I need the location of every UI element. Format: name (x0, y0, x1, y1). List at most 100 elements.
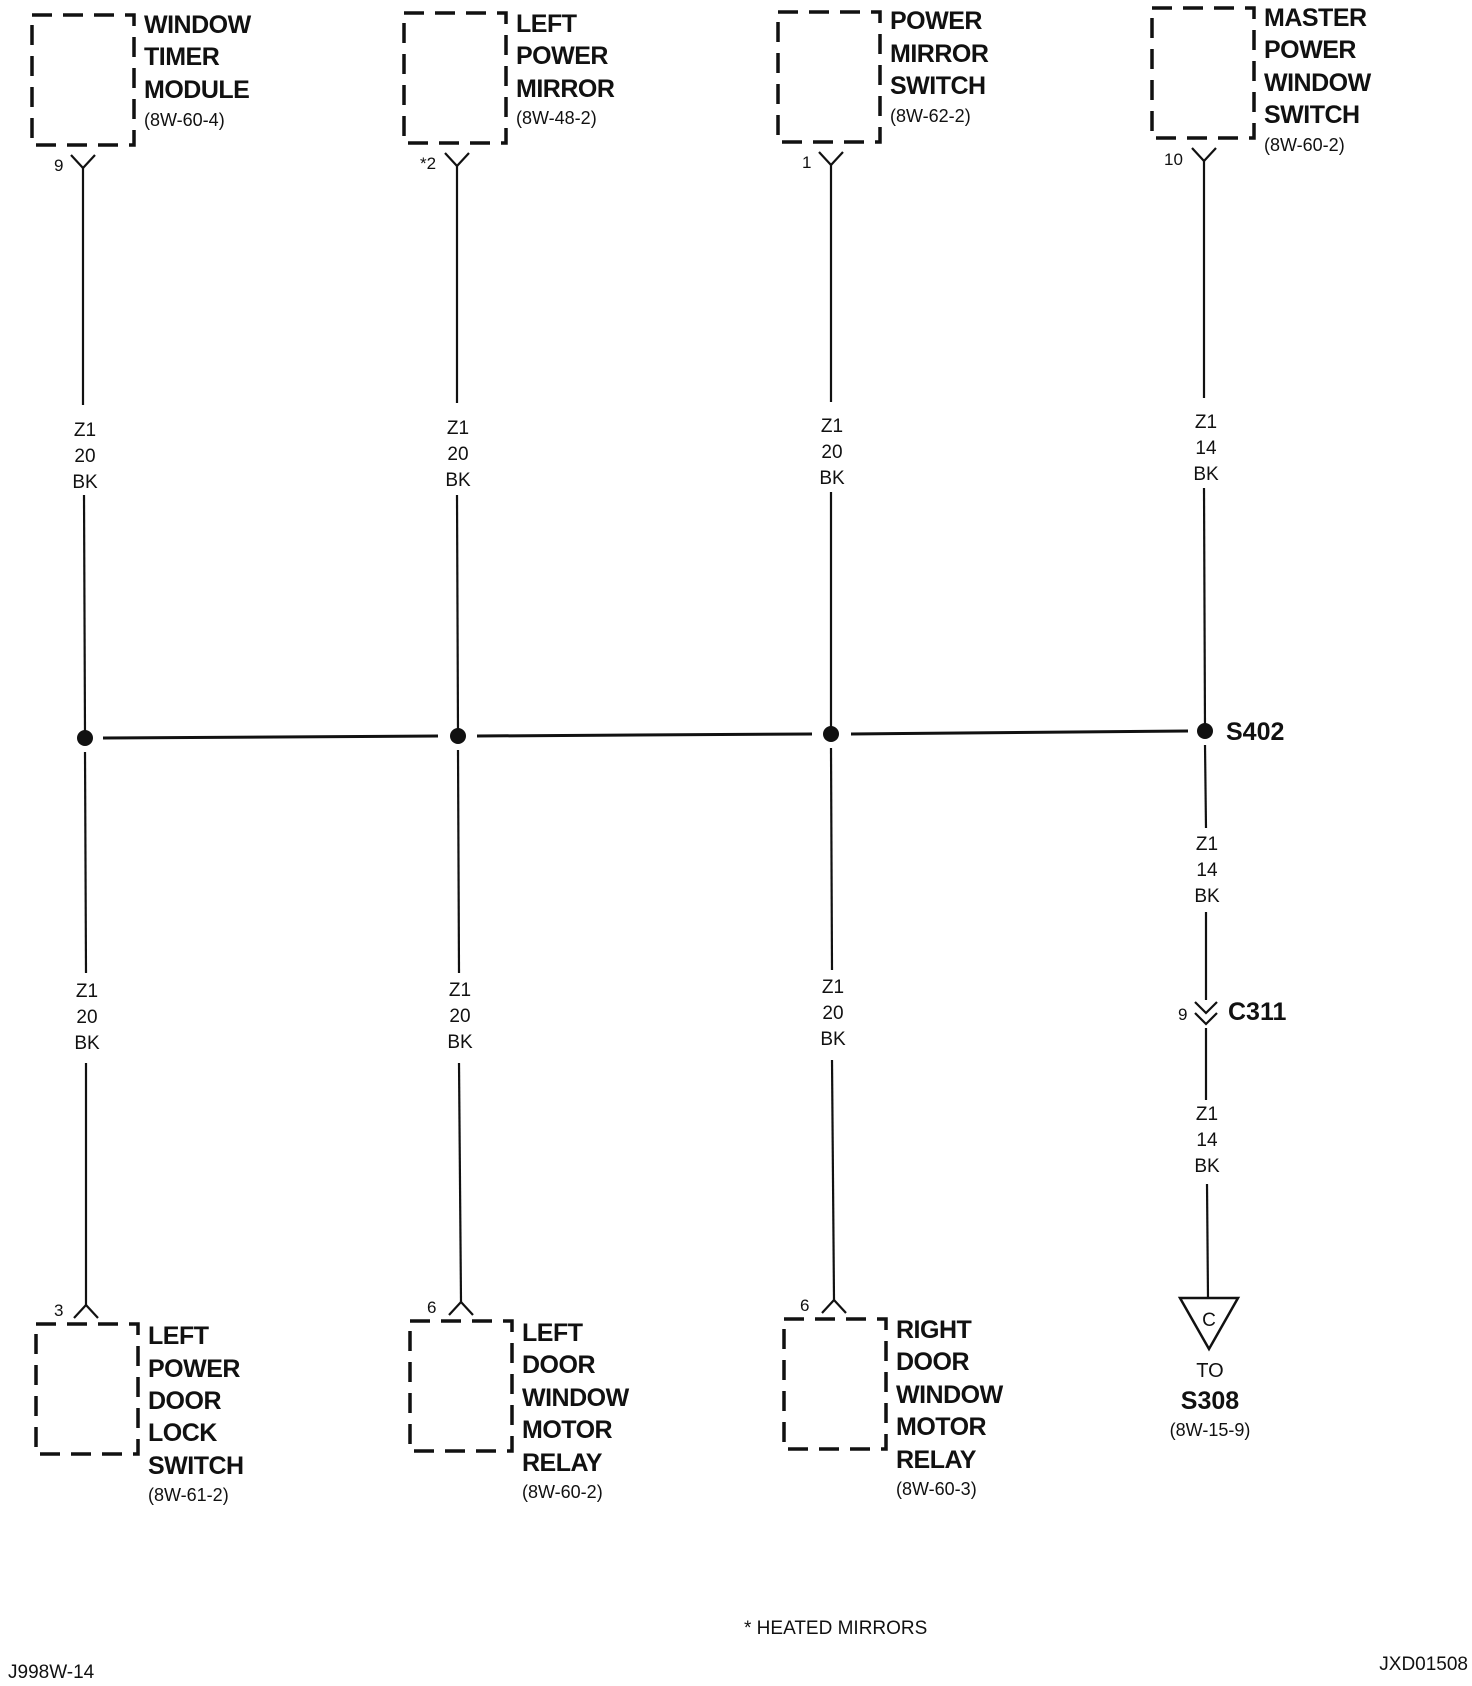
pin-label: 6 (427, 1298, 436, 1317)
component-master-power-window-switch: MASTER POWER WINDOW SWITCH (8W-60-2) 10 (1150, 4, 1372, 169)
wire-label-w2-bottom: Z1 20 BK (447, 980, 473, 1053)
reference-to-label: TO (1196, 1360, 1223, 1382)
comp-ref: (8W-62-2) (890, 106, 971, 126)
comp-ref: (8W-60-2) (522, 1482, 603, 1502)
svg-text:TIMER: TIMER (144, 43, 220, 71)
svg-text:SWITCH: SWITCH (890, 72, 986, 100)
svg-text:DOOR: DOOR (896, 1348, 969, 1376)
svg-text:RIGHT: RIGHT (896, 1316, 972, 1344)
svg-text:WINDOW: WINDOW (144, 11, 252, 39)
splice-dot (823, 726, 839, 742)
splice-bus: S402 (77, 718, 1284, 746)
svg-text:14: 14 (1196, 1130, 1218, 1151)
wire-label-w4-top: Z1 14 BK (1193, 412, 1219, 485)
connector-pin-icon (818, 151, 844, 167)
svg-text:20: 20 (821, 442, 842, 463)
svg-text:BK: BK (820, 1029, 846, 1050)
svg-text:MODULE: MODULE (144, 76, 249, 104)
svg-text:BK: BK (447, 1032, 473, 1053)
splice-dot (1197, 723, 1213, 739)
connector-pin-icon (73, 1303, 99, 1319)
connector-chevron-icon (1194, 1012, 1218, 1026)
svg-text:POWER: POWER (1264, 36, 1356, 64)
wire-label-w2-top: Z1 20 BK (445, 418, 471, 491)
svg-text:BK: BK (74, 1033, 100, 1054)
wire-segments-top (81, 161, 1207, 734)
wire-label-w4-mid: Z1 14 BK (1194, 834, 1220, 907)
connector-chevron-icon (1194, 1001, 1218, 1015)
comp-ref: (8W-60-4) (144, 110, 225, 130)
component-window-timer-module: WINDOW TIMER MODULE (8W-60-4) 9 (30, 11, 252, 175)
connector-pin-icon (444, 152, 470, 168)
comp-ref: (8W-61-2) (148, 1485, 229, 1505)
svg-text:LEFT: LEFT (522, 1319, 583, 1347)
connector-c311: 9 C311 (1178, 998, 1286, 1026)
comp-ref: (8W-60-3) (896, 1479, 977, 1499)
svg-text:DOOR: DOOR (522, 1351, 595, 1379)
svg-text:POWER: POWER (516, 42, 608, 70)
wire-segments-bottom (83, 744, 1210, 1305)
svg-text:MIRROR: MIRROR (516, 75, 615, 103)
pin-label: 1 (802, 153, 811, 172)
svg-text:Z1: Z1 (74, 420, 96, 441)
svg-text:20: 20 (76, 1007, 97, 1028)
wire-label-w3-bottom: Z1 20 BK (820, 977, 846, 1050)
svg-text:SWITCH: SWITCH (1264, 101, 1360, 129)
svg-text:MOTOR: MOTOR (522, 1416, 613, 1444)
comp-ref: (8W-60-2) (1264, 135, 1345, 155)
svg-text:Z1: Z1 (76, 981, 98, 1002)
connector-pin-label: 9 (1178, 1005, 1187, 1024)
svg-text:BK: BK (1194, 1156, 1220, 1177)
svg-text:14: 14 (1196, 860, 1218, 881)
svg-text:WINDOW: WINDOW (522, 1384, 630, 1412)
svg-text:Z1: Z1 (447, 418, 469, 439)
svg-text:Z1: Z1 (1195, 412, 1217, 433)
svg-text:20: 20 (447, 444, 468, 465)
reference-ref: (8W-15-9) (1170, 1420, 1251, 1440)
pin-label: *2 (420, 154, 436, 173)
component-left-door-window-motor-relay: 6 LEFT DOOR WINDOW MOTOR RELAY (8W-60-2) (408, 1298, 630, 1502)
wire-label-w1-top: Z1 20 BK (72, 420, 98, 493)
svg-text:Z1: Z1 (1196, 1104, 1218, 1125)
page-code-right: JXD01508 (1379, 1654, 1468, 1675)
splice-label: S402 (1226, 718, 1284, 746)
svg-text:20: 20 (449, 1006, 470, 1027)
wire-label-w3-top: Z1 20 BK (819, 416, 845, 489)
svg-text:Z1: Z1 (821, 416, 843, 437)
component-right-door-window-motor-relay: 6 RIGHT DOOR WINDOW MOTOR RELAY (8W-60-3… (782, 1296, 1004, 1499)
pin-label: 9 (54, 156, 63, 175)
svg-text:BK: BK (819, 468, 845, 489)
page-code-left: J998W-14 (8, 1662, 95, 1683)
connector-pin-icon (70, 154, 96, 170)
svg-text:BK: BK (1194, 886, 1220, 907)
svg-text:20: 20 (74, 446, 95, 467)
svg-text:LEFT: LEFT (516, 10, 577, 38)
svg-text:MASTER: MASTER (1264, 4, 1367, 32)
comp-line: TIMER (144, 43, 220, 71)
connector-label: C311 (1228, 998, 1286, 1026)
footnote: * HEATED MIRRORS (744, 1618, 927, 1639)
reference-symbol: C (1202, 1310, 1216, 1331)
pin-label: 10 (1164, 150, 1183, 169)
comp-line: MODULE (144, 76, 249, 104)
svg-text:RELAY: RELAY (896, 1446, 977, 1474)
svg-text:20: 20 (822, 1003, 843, 1024)
connector-pin-icon (1191, 147, 1217, 163)
svg-text:RELAY: RELAY (522, 1449, 603, 1477)
svg-text:WINDOW: WINDOW (896, 1381, 1004, 1409)
reference-s308: C TO S308 (8W-15-9) (1170, 1296, 1251, 1440)
svg-text:14: 14 (1195, 438, 1217, 459)
component-left-power-door-lock-switch: 3 LEFT POWER DOOR LOCK SWITCH (8W-61-2) (34, 1301, 244, 1505)
svg-text:SWITCH: SWITCH (148, 1452, 244, 1480)
comp-line: WINDOW (144, 11, 252, 39)
svg-text:Z1: Z1 (822, 977, 844, 998)
svg-text:BK: BK (72, 472, 98, 493)
svg-text:LEFT: LEFT (148, 1322, 209, 1350)
svg-text:LOCK: LOCK (148, 1419, 217, 1447)
svg-text:DOOR: DOOR (148, 1387, 221, 1415)
svg-text:WINDOW: WINDOW (1264, 69, 1372, 97)
component-power-mirror-switch: POWER MIRROR SWITCH (8W-62-2) 1 (776, 7, 989, 172)
reference-target: S308 (1181, 1387, 1239, 1415)
connector-pin-icon (821, 1298, 847, 1314)
splice-dot (450, 728, 466, 744)
